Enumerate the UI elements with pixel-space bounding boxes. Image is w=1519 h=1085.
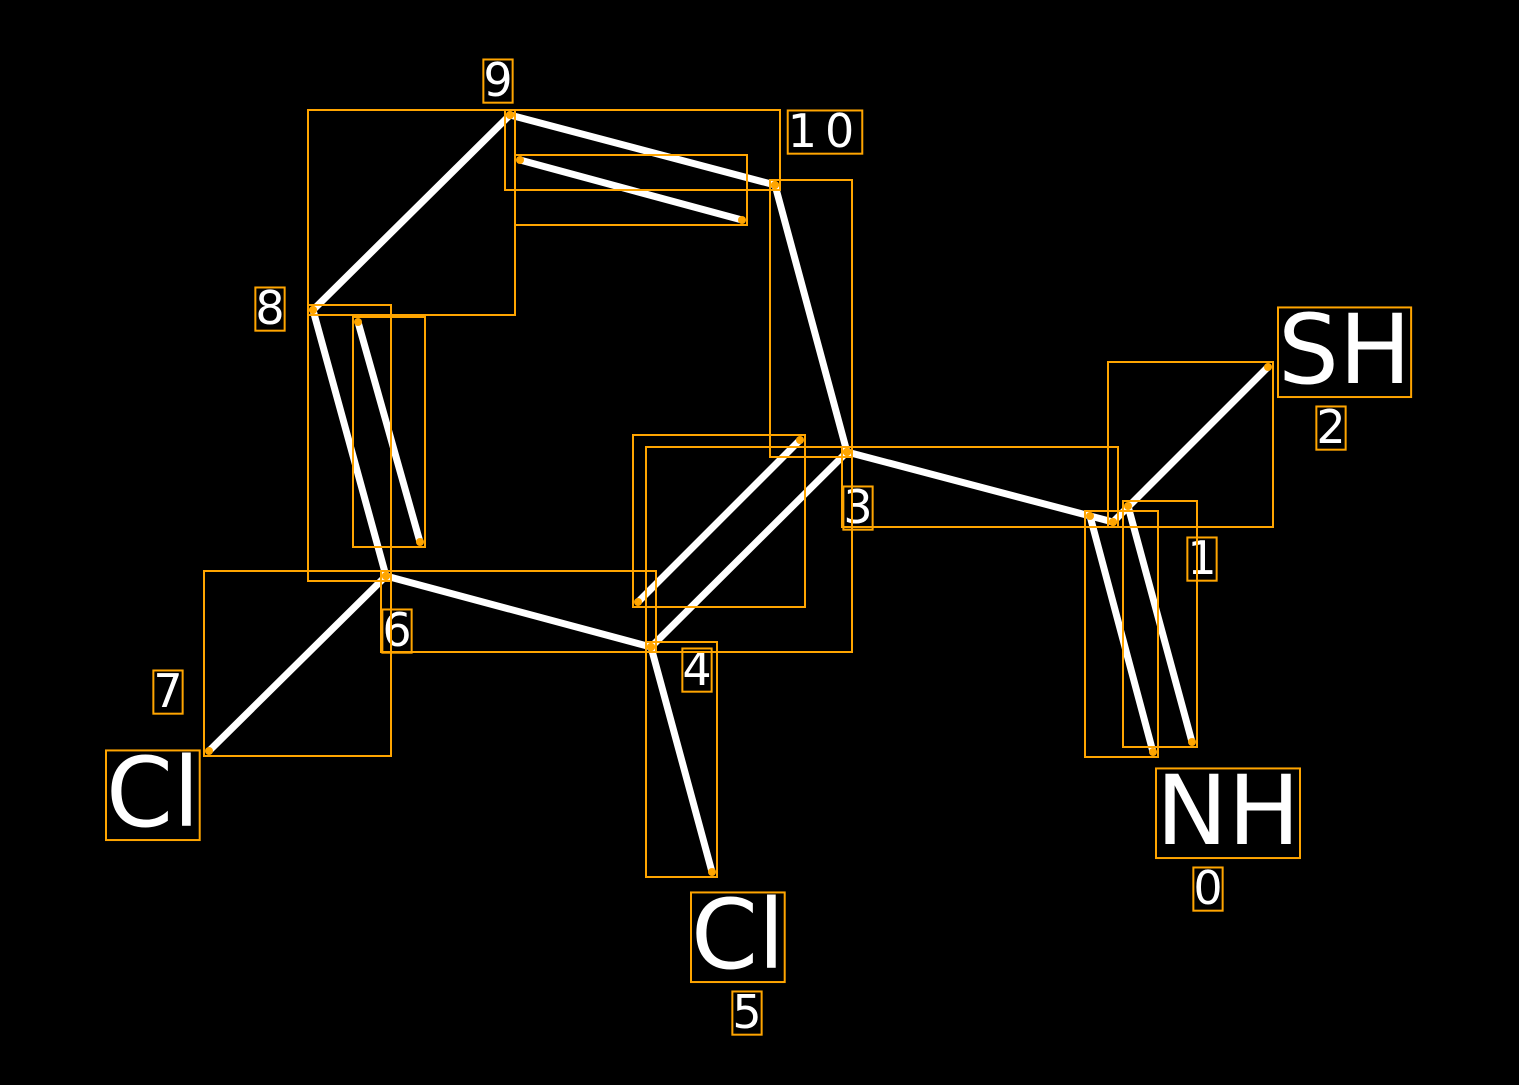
- atom-index-5: 5: [732, 985, 761, 1039]
- bond-bounding-box: [307, 304, 392, 582]
- bond-endpoint-dot: [796, 436, 804, 444]
- bond-line: [1124, 502, 1196, 746]
- bond-endpoint-dot: [771, 181, 779, 189]
- bond-endpoint-dot: [1149, 748, 1157, 756]
- label-bounding-box: [152, 669, 184, 715]
- bounding-boxes: [105, 58, 1413, 1036]
- bond-bounding-box: [769, 179, 853, 458]
- bond-endpoint-dot: [309, 306, 317, 314]
- label-bounding-box: [482, 58, 514, 104]
- bond-endpoint-dot: [354, 318, 362, 326]
- bond-bounding-box: [645, 446, 853, 653]
- bond-endpoint-dot: [708, 868, 716, 876]
- bond-endpoint-dot: [1264, 363, 1272, 371]
- atom-index-1: 1: [1187, 531, 1216, 585]
- bond-line: [634, 436, 804, 606]
- bond-bounding-box: [632, 434, 806, 608]
- atom-index-9: 9: [483, 53, 512, 107]
- bond-line: [771, 181, 851, 456]
- atom-index-6: 6: [382, 603, 411, 657]
- label-bounding-box: [1186, 536, 1218, 582]
- label-bounding-box: [381, 608, 413, 654]
- atom-index-0: 0: [1193, 861, 1222, 915]
- bond-bounding-box: [504, 109, 781, 191]
- bond-line: [506, 111, 779, 189]
- bond-line: [309, 306, 390, 580]
- bond-endpoint-dot: [1124, 502, 1132, 510]
- bond-line: [382, 572, 655, 651]
- bond-bounding-box: [645, 641, 718, 878]
- bond-bounding-box: [1122, 500, 1198, 748]
- bond-bounding-box: [352, 316, 426, 548]
- atom-label-nh-0: NH: [1156, 755, 1300, 867]
- bond-bounding-box: [1107, 361, 1274, 528]
- atom-index-10: 10: [788, 104, 863, 158]
- bond-bounding-box: [514, 154, 748, 226]
- label-bounding-box: [105, 749, 201, 842]
- atom-index-7: 7: [153, 664, 182, 718]
- bond-bounding-box: [203, 570, 392, 757]
- atom-index-4: 4: [682, 642, 711, 696]
- bond-line: [1086, 512, 1157, 756]
- bond-endpoint-dot: [382, 572, 390, 580]
- bond-endpoint-dot: [516, 156, 524, 164]
- label-bounding-box: [1277, 306, 1413, 399]
- atom-label-sh-2: SH: [1278, 294, 1411, 406]
- labels: Cl Cl SH NH 0 1 2 3 4 5 6 7 8 9 10: [106, 53, 1411, 1039]
- bond-endpoint-dot: [843, 448, 851, 456]
- bond-endpoint-dot: [647, 643, 655, 651]
- bond-line: [354, 318, 424, 546]
- bond-endpoint-dot: [634, 598, 642, 606]
- bond-line: [309, 111, 514, 314]
- label-bounding-box: [681, 647, 713, 693]
- bond-line: [843, 448, 1117, 526]
- bond-endpoint-dot: [1109, 518, 1117, 526]
- atom-label-cl-5: Cl: [691, 879, 785, 991]
- bond-bounding-box: [1084, 510, 1159, 758]
- bond-bounding-box: [841, 446, 1119, 528]
- label-bounding-box: [1192, 866, 1224, 912]
- bond-endpoint-dot: [416, 538, 424, 546]
- atom-index-8: 8: [255, 281, 284, 335]
- bond-bounding-box: [380, 570, 657, 653]
- bond-endpoint-dot: [205, 747, 213, 755]
- bond-endpoint-dot: [1188, 738, 1196, 746]
- bond-line: [647, 448, 851, 651]
- bonds: [205, 111, 1272, 876]
- label-bounding-box: [690, 891, 786, 984]
- bond-line: [647, 643, 716, 876]
- bond-endpoint-dot: [1086, 512, 1094, 520]
- atom-label-cl-7: Cl: [106, 737, 200, 849]
- atom-index-3: 3: [843, 480, 872, 534]
- bond-endpoint-dot: [738, 216, 746, 224]
- label-bounding-box: [1155, 767, 1301, 860]
- label-bounding-box: [1315, 405, 1347, 451]
- bond-endpoint-dot: [506, 111, 514, 119]
- label-bounding-box: [842, 485, 874, 531]
- bond-line: [1109, 363, 1272, 526]
- bond-line: [205, 572, 390, 755]
- label-bounding-box: [731, 990, 763, 1036]
- label-bounding-box: [254, 286, 286, 332]
- atom-index-2: 2: [1316, 400, 1345, 454]
- label-bounding-box: [786, 109, 864, 155]
